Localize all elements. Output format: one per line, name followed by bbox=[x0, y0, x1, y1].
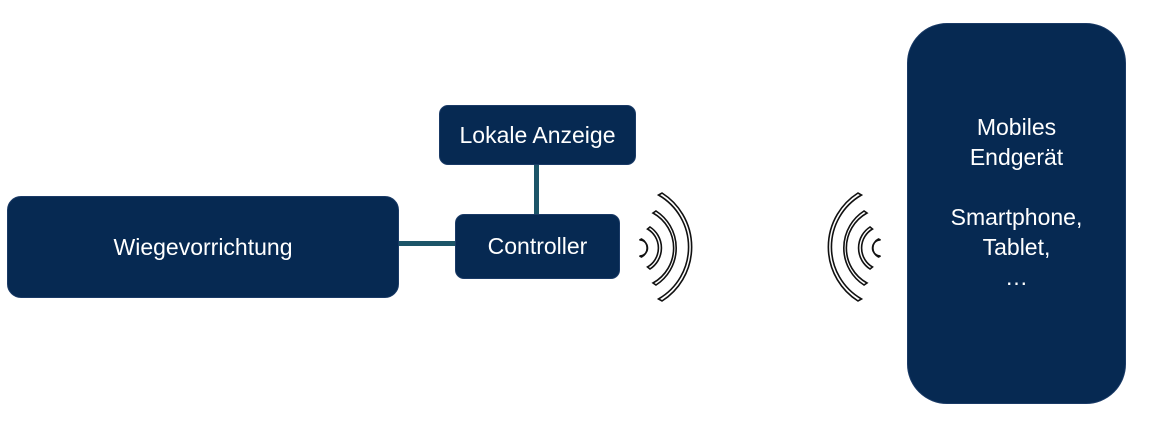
node-wiegevorrichtung: Wiegevorrichtung bbox=[7, 196, 399, 298]
node-mobile-line-2: Endgerät bbox=[969, 144, 1064, 170]
wireless-signal-icon bbox=[639, 192, 693, 302]
node-lokale-anzeige: Lokale Anzeige bbox=[439, 105, 636, 165]
wireless-signal-icon bbox=[827, 192, 881, 302]
node-mobile-line-3: Smartphone, bbox=[950, 204, 1083, 230]
node-mobile-line-1: Mobiles bbox=[976, 114, 1057, 140]
node-lokale-anzeige-label: Lokale Anzeige bbox=[459, 121, 616, 148]
node-mobile-line-4: Tablet, bbox=[982, 234, 1051, 260]
connector-controller-anzeige bbox=[534, 165, 539, 215]
node-wiegevorrichtung-label: Wiegevorrichtung bbox=[113, 233, 293, 260]
node-mobile-line-5: … bbox=[1005, 264, 1028, 290]
node-controller: Controller bbox=[455, 214, 620, 279]
node-controller-label: Controller bbox=[487, 233, 588, 259]
connector-wiege-controller bbox=[399, 241, 456, 246]
node-mobiles-endgeraet: Mobiles Endgerät Smartphone, Tablet, … bbox=[907, 23, 1126, 404]
